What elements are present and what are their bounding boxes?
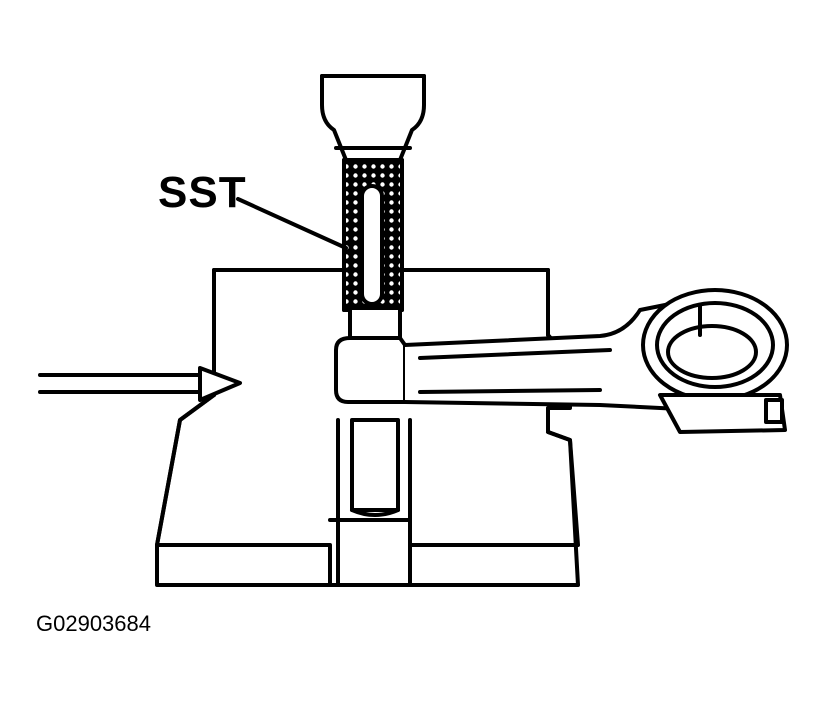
alignment-notch [198,366,242,402]
sst-tool [342,158,404,312]
sst-leader-line [236,197,348,250]
sst-label: SST [158,168,247,217]
figure-id: G02903684 [36,611,151,636]
connecting-rod [334,288,789,434]
guide-rod [38,373,202,394]
